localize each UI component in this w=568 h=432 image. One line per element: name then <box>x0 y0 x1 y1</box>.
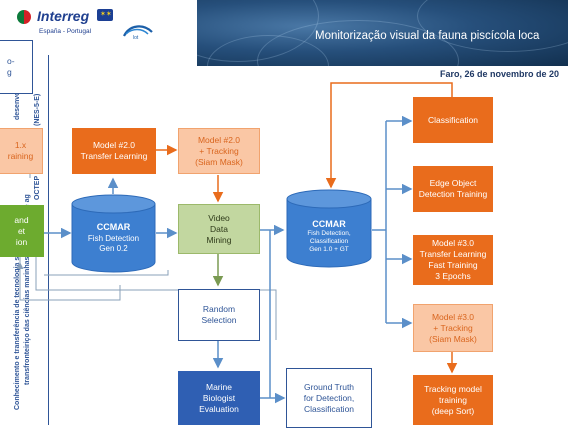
interreg-flag-icon <box>17 10 31 24</box>
ccmar-gen02-subtitle: Fish Detection Gen 0.2 <box>87 234 140 253</box>
arrow-classification-to-gen10 <box>325 82 453 189</box>
video-data-mining-box: Video Data Mining <box>178 204 260 254</box>
gray-line-d <box>44 270 169 276</box>
partner-logo-icon <box>123 25 153 37</box>
ccmar-gen02-title: CCMAR <box>96 222 131 232</box>
eu-flag-icon: ✶✶ <box>97 9 113 21</box>
ccmar-gen10-cylinder: CCMAR Fish Detection, Classification Gen… <box>286 189 372 269</box>
edge-detection-box: Edge Object Detection Training <box>413 166 493 212</box>
tracking-model-training-box: Tracking model training (deep Sort) <box>413 375 493 425</box>
model3-tracking-box: Model #3.0 + Tracking (Siam Mask) <box>413 304 493 352</box>
gray-line-c <box>35 255 277 340</box>
model2-transfer-learning-box: Model #2.0 Transfer Learning <box>72 128 156 174</box>
classification-box: Classification <box>413 97 493 143</box>
ground-truth-box: Ground Truth for Detection, Classificati… <box>286 368 372 428</box>
left-partial-model1-box: 1.x raining <box>0 128 43 174</box>
interreg-logo: Interreg España - Portugal ✶✶ <box>17 6 135 42</box>
header-banner: Monitorização visual da fauna piscícola … <box>197 0 568 66</box>
database-icon <box>71 194 156 273</box>
banner-title: Monitorização visual da fauna piscícola … <box>315 30 540 42</box>
presentation-date: Faro, 26 de novembro de 20 <box>440 69 560 79</box>
model3-transfer-learning-box: Model #3.0 Transfer Learning Fast Traini… <box>413 235 493 285</box>
partner-logo-text: lot <box>133 35 139 41</box>
marine-biologist-box: Marine Biologist Evaluation <box>178 371 260 425</box>
ccmar-gen02-cylinder: CCMAR Fish Detection Gen 0.2 <box>71 194 156 274</box>
model2-tracking-box: Model #2.0 + Tracking (Siam Mask) <box>178 128 260 174</box>
sidebar-divider <box>48 55 49 425</box>
interreg-subtitle: España - Portugal <box>39 28 92 35</box>
ccmar-gen10-title: CCMAR <box>312 219 346 229</box>
ccmar-gen10-subtitle: Fish Detection, Classification Gen 1.0 +… <box>307 230 351 253</box>
database-icon <box>286 189 372 268</box>
random-selection-box: Random Selection <box>178 289 260 341</box>
partner-logo: lot <box>120 22 156 42</box>
interreg-logo-text: Interreg <box>37 8 90 24</box>
left-partial-top-box: o- g <box>0 40 33 94</box>
left-partial-green-box: and et ion <box>0 205 44 257</box>
